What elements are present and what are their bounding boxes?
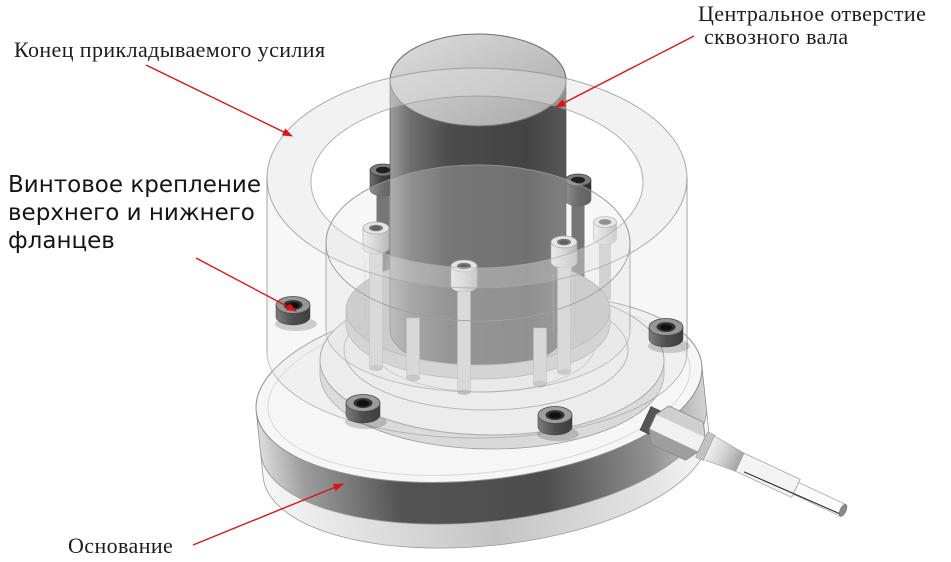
label-screw-mount-line1: Винтовое крепление: [8, 172, 261, 198]
leader-force-end: [145, 64, 293, 137]
label-force-end: Конец прикладываемого усилия: [14, 37, 326, 62]
gland-cable-sleeve: [792, 482, 847, 517]
gland-hex-bottom: [649, 428, 699, 461]
cable-gland: [639, 405, 848, 517]
ghost-inner-wall: [326, 243, 630, 392]
gland-tip: [838, 504, 848, 517]
gland-hex-mid: [649, 414, 706, 452]
label-screw-mount: Винтовое крепление верхнего и нижнего фл…: [8, 171, 261, 255]
label-central-hole-line1: Центральное отверстие: [698, 1, 927, 26]
bolt-rear-right: [564, 173, 592, 295]
center-cylinder-top: [389, 33, 567, 127]
ghost-outer-wall: [267, 178, 687, 438]
ghost-inner-top: [325, 164, 631, 322]
label-screw-mount-line2: верхнего и нижнего: [8, 200, 255, 226]
stud-right: [533, 327, 547, 388]
base-screw-upper-left: [275, 296, 317, 331]
label-screw-mount-line3: фланцев: [8, 228, 115, 254]
leader-central-hole: [555, 35, 695, 108]
bolt-front-center: [450, 259, 478, 395]
gland-tube: [735, 452, 801, 498]
gland-hex-top: [656, 405, 706, 438]
gland-cable-line: [743, 471, 840, 515]
base-screw-right: [648, 318, 690, 353]
base-screw-lower-left: [345, 394, 387, 429]
leader-base: [192, 483, 344, 546]
center-cylinder: [389, 33, 567, 371]
ghost-shell-outer: [266, 67, 688, 439]
base-screw-front: [537, 406, 579, 441]
base-bottom-rim: [260, 406, 710, 549]
label-base: Основание: [68, 533, 174, 558]
label-central-hole: Центральное отверстие сквозного вала: [698, 2, 926, 48]
leader-screw-mount: [195, 257, 297, 312]
label-central-hole-line2: сквозного вала: [704, 24, 849, 49]
stud-left: [406, 317, 420, 382]
ghost-shell-inner: [325, 164, 631, 393]
leader-lines: [145, 35, 695, 546]
